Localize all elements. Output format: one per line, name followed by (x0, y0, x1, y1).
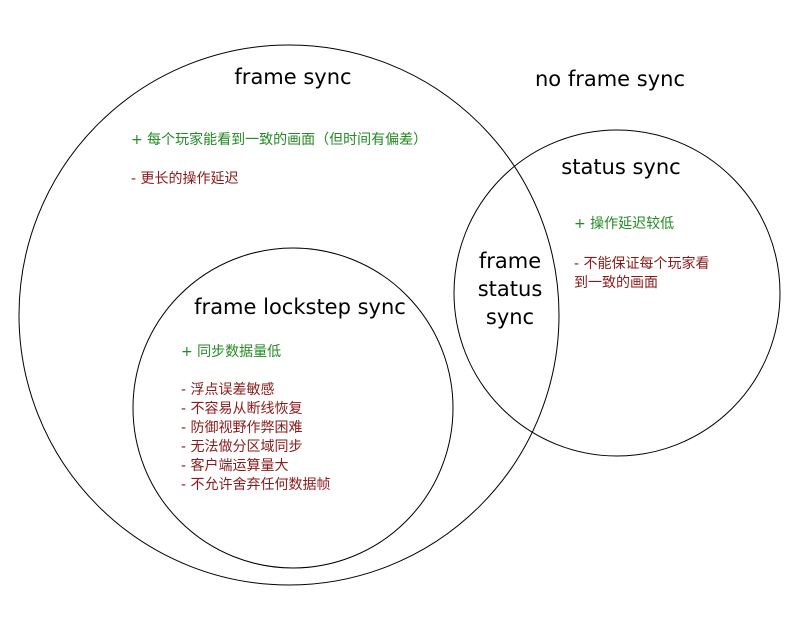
intersection-line1: frame (478, 249, 542, 273)
frame-sync-con: - 更长的操作延迟 (131, 171, 239, 187)
frame-sync-title: frame sync (234, 65, 352, 89)
status-sync-title: status sync (561, 155, 681, 179)
no-frame-sync-title: no frame sync (534, 67, 686, 91)
lockstep-con-item: - 客户端运算量大 (181, 458, 289, 474)
lockstep-title: frame lockstep sync (194, 295, 406, 319)
intersection-line3: sync (485, 305, 535, 329)
lockstep-con-item: - 浮点误差敏感 (181, 382, 275, 398)
lockstep-con-item: - 无法做分区域同步 (181, 439, 303, 455)
lockstep-con-item: - 不允许舍弃任何数据帧 (181, 477, 331, 493)
lockstep-con-item: - 防御视野作弊困难 (181, 420, 303, 436)
status-sync-con: - 不能保证每个玩家看 到一致的画面 (574, 255, 710, 293)
status-sync-pro: + 操作延迟较低 (574, 216, 675, 232)
frame-sync-pro: + 每个玩家能看到一致的画面（但时间有偏差） (131, 132, 428, 148)
status-sync-con-line2: 到一致的画面 (574, 275, 658, 291)
lockstep-cons: - 浮点误差敏感 - 不容易从断线恢复 - 防御视野作弊困难 - 无法做分区域同… (181, 381, 331, 495)
frame-status-sync-label: frame status sync (478, 247, 543, 331)
lockstep-con-item: - 不容易从断线恢复 (181, 401, 303, 417)
intersection-line2: status (477, 277, 543, 301)
frame-sync-circle (18, 44, 560, 586)
lockstep-circle (132, 247, 454, 569)
status-sync-con-line1: - 不能保证每个玩家看 (574, 256, 710, 272)
lockstep-pro: + 同步数据量低 (181, 344, 282, 360)
status-sync-circle (453, 129, 781, 457)
